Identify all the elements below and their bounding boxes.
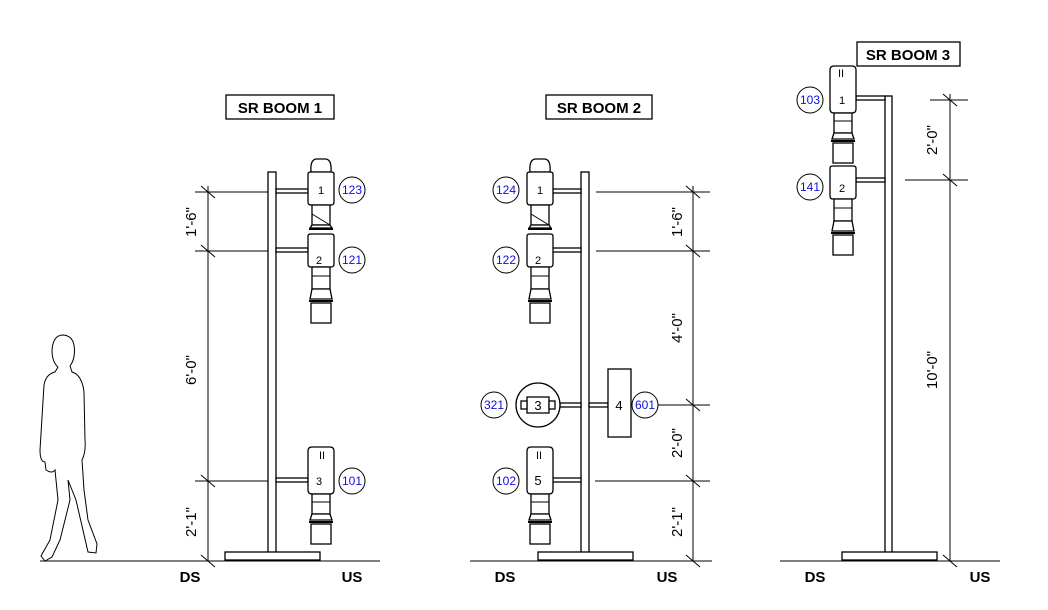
channel-tag: 122: [496, 253, 516, 267]
fixture-par: [829, 65, 857, 164]
boom-pipe: [580, 171, 590, 554]
downstage-label: DS: [805, 569, 826, 586]
lens-mark: II: [838, 68, 844, 80]
dimension-label: 6'-0": [183, 355, 200, 385]
lens-mark: II: [536, 450, 542, 462]
dimension-label: 4'-0": [669, 313, 686, 343]
upstage-label: US: [657, 569, 678, 586]
channel-tag: 102: [496, 474, 516, 488]
sr-boom-3: SR BOOM 3 2'-0" 10'-0" II 1 2 103 141 DS…: [780, 41, 1000, 586]
boom-2-title: SR BOOM 2: [557, 100, 641, 117]
fixture-number: 2: [535, 255, 541, 267]
fixture-number: 5: [534, 473, 541, 488]
boom-pipe: [267, 171, 277, 554]
fixture-number: 3: [316, 476, 322, 488]
boom-pipe: [884, 95, 893, 554]
channel-tag: 121: [342, 253, 362, 267]
channel-tag: 321: [484, 398, 504, 412]
dimension-label: 2'-0": [669, 428, 686, 458]
fixture-ellipsoidal: [526, 233, 554, 324]
fixture-number: 4: [615, 398, 622, 413]
channel-tag: 101: [342, 474, 362, 488]
upstage-label: US: [970, 569, 991, 586]
sr-boom-1: SR BOOM 1 1'-6" 6'-0" 2'-1" II 1 2 3 123…: [40, 94, 380, 586]
downstage-label: DS: [180, 569, 201, 586]
fixture-number: 1: [318, 185, 324, 197]
sr-boom-2: SR BOOM 2 1'-6" 4'-0" 2'-0" 2'-1" II 1 2…: [470, 94, 712, 586]
dimension-label: 2'-0": [924, 125, 941, 155]
channel-tag: 123: [342, 183, 362, 197]
channel-tag: 601: [635, 398, 655, 412]
fixture-number: 3: [534, 398, 541, 413]
boom-3-title: SR BOOM 3: [866, 47, 950, 64]
boom-base: [224, 551, 321, 561]
fixture-number: 1: [839, 95, 845, 107]
fixture-box: [607, 368, 632, 438]
dimension-label: 10'-0": [924, 351, 941, 389]
boom-1-title: SR BOOM 1: [238, 100, 322, 117]
dimension-label: 1'-6": [183, 207, 200, 237]
human-scale-figure: [39, 334, 98, 562]
boom-base: [537, 551, 634, 561]
fixture-ellipsoidal: [307, 233, 335, 324]
dimension-label: 1'-6": [669, 207, 686, 237]
lens-mark: II: [319, 450, 325, 462]
channel-tag: 124: [496, 183, 516, 197]
fixture-number: 1: [537, 185, 543, 197]
fixture-ellipsoidal: [829, 165, 857, 256]
channel-tag: 141: [800, 180, 820, 194]
fixture-number: 2: [316, 255, 322, 267]
channel-tag: 103: [800, 93, 820, 107]
boom-1-title-box: [225, 94, 335, 120]
upstage-label: US: [342, 569, 363, 586]
dimension-ticks: [195, 185, 268, 568]
fixture-number: 2: [839, 183, 845, 195]
dimension-label: 2'-1": [669, 507, 686, 537]
downstage-label: DS: [495, 569, 516, 586]
boom-base: [841, 551, 938, 561]
dimension-label: 2'-1": [183, 507, 200, 537]
